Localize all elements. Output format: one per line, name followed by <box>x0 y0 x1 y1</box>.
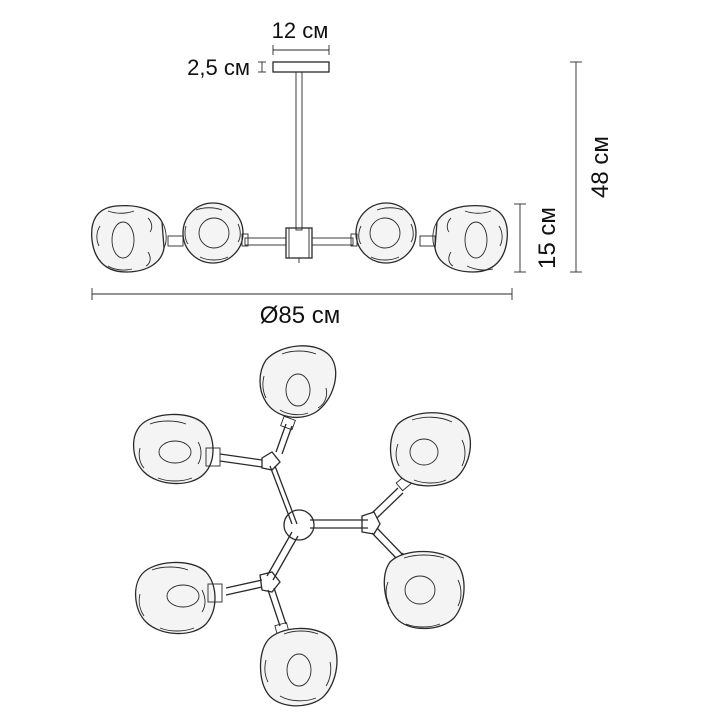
dimension-lines <box>91 45 582 300</box>
junction-3 <box>225 571 290 636</box>
canopy <box>272 61 330 73</box>
dim-total-height: 48 см <box>587 136 614 198</box>
side-shade-1 <box>90 204 167 273</box>
side-view <box>90 61 509 273</box>
top-shade-3 <box>389 412 472 487</box>
dim-canopy-height: 2,5 см <box>187 55 250 80</box>
top-shade-6 <box>259 627 338 707</box>
top-view <box>133 345 472 707</box>
arm-right <box>311 237 354 246</box>
top-shade-5 <box>383 550 465 630</box>
top-shade-1 <box>259 345 337 419</box>
top-center-ball <box>283 509 315 541</box>
dim-diameter: Ø85 см <box>260 302 341 329</box>
side-shade-2 <box>182 202 249 264</box>
dim-shade-height: 15 см <box>534 207 561 269</box>
center-hub <box>285 227 313 259</box>
junction-1 <box>219 415 296 471</box>
top-shade-4 <box>135 561 223 635</box>
side-shade-3 <box>350 202 417 264</box>
side-shade-4 <box>432 204 509 273</box>
stem <box>295 71 303 231</box>
arm-left <box>244 237 287 246</box>
top-shade-2 <box>133 413 221 485</box>
dim-canopy-width: 12 см <box>272 18 329 43</box>
